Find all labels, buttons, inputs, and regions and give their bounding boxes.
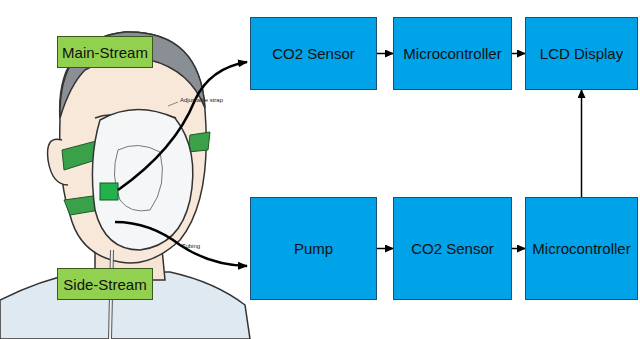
display-box: LCD Display bbox=[525, 17, 638, 90]
node-text: Microcontroller bbox=[403, 45, 501, 62]
sensor-box: CO2 Sensor bbox=[393, 197, 512, 300]
node-text: CO2 Sensor bbox=[411, 240, 494, 257]
illustration-label: Tubing bbox=[182, 243, 200, 249]
mask-inner bbox=[114, 145, 162, 210]
sensor-box: CO2 Sensor bbox=[250, 17, 377, 90]
flow-arrow bbox=[512, 248, 525, 250]
node-text: Side-Stream bbox=[63, 276, 146, 293]
mask-strap bbox=[188, 132, 210, 152]
flow-arrow bbox=[581, 90, 583, 197]
hair bbox=[60, 32, 205, 118]
flow-arrow bbox=[512, 53, 525, 55]
illustration-label: Adjustable strap bbox=[180, 97, 223, 103]
node-text: CO2 Sensor bbox=[272, 45, 355, 62]
shoulders bbox=[0, 272, 250, 339]
node-text: Microcontroller bbox=[532, 240, 630, 257]
stream-label: Main-Stream bbox=[57, 36, 153, 68]
node-text: LCD Display bbox=[540, 45, 623, 62]
node-text: Main-Stream bbox=[62, 44, 148, 61]
stream-label: Side-Stream bbox=[57, 268, 153, 300]
mainstream-sensor bbox=[100, 183, 118, 200]
leader-line bbox=[168, 102, 180, 244]
flow-arrow bbox=[377, 248, 393, 250]
node-text: Pump bbox=[294, 240, 333, 257]
controller-box: Microcontroller bbox=[393, 17, 512, 90]
pump-box: Pump bbox=[250, 197, 377, 300]
controller-box: Microcontroller bbox=[525, 197, 638, 300]
flow-arrow bbox=[377, 53, 393, 55]
mainstream-line bbox=[118, 62, 247, 190]
sidestream-line bbox=[115, 222, 247, 266]
